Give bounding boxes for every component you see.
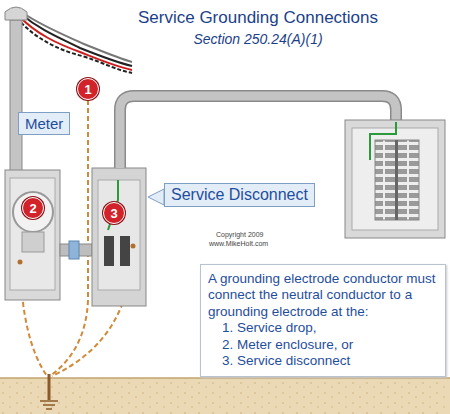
title: Service Grounding Connections — [138, 8, 378, 28]
subtitle: Section 250.24(A)(1) — [193, 31, 322, 47]
list-item: 3. Service disconnect — [208, 353, 438, 369]
node-text: Meter — [25, 115, 63, 132]
node-text: 1 — [84, 82, 91, 97]
callout-number: 1 — [77, 78, 99, 100]
disconnect-label: Service Disconnect — [164, 183, 315, 207]
node-text: Service Disconnect — [171, 186, 308, 204]
node-text: 3 — [110, 206, 117, 221]
callout-number: 2 — [22, 197, 44, 219]
ground-rod — [40, 374, 58, 409]
list-item: 2. Meter enclosure, or — [208, 337, 438, 353]
node-text: 2 — [29, 201, 36, 216]
service-drop — [17, 13, 132, 73]
meter-label: Meter — [18, 112, 70, 135]
earth — [0, 378, 450, 414]
meter-enclosure — [5, 170, 60, 300]
service-mast — [5, 7, 27, 172]
website: www.MikeHolt.com — [209, 240, 268, 247]
conduit-nipple — [60, 241, 92, 259]
disconnect-enclosure — [92, 168, 146, 306]
note-box: A grounding electrode conductor must con… — [200, 264, 446, 377]
node-text: A grounding electrode conductor must con… — [208, 271, 438, 320]
copyright: Copyright 2009 — [216, 231, 263, 238]
panelboard — [345, 120, 445, 238]
list-item: 1. Service drop, — [208, 320, 438, 336]
callout-number: 3 — [103, 202, 125, 224]
tag-pointer — [148, 189, 164, 205]
